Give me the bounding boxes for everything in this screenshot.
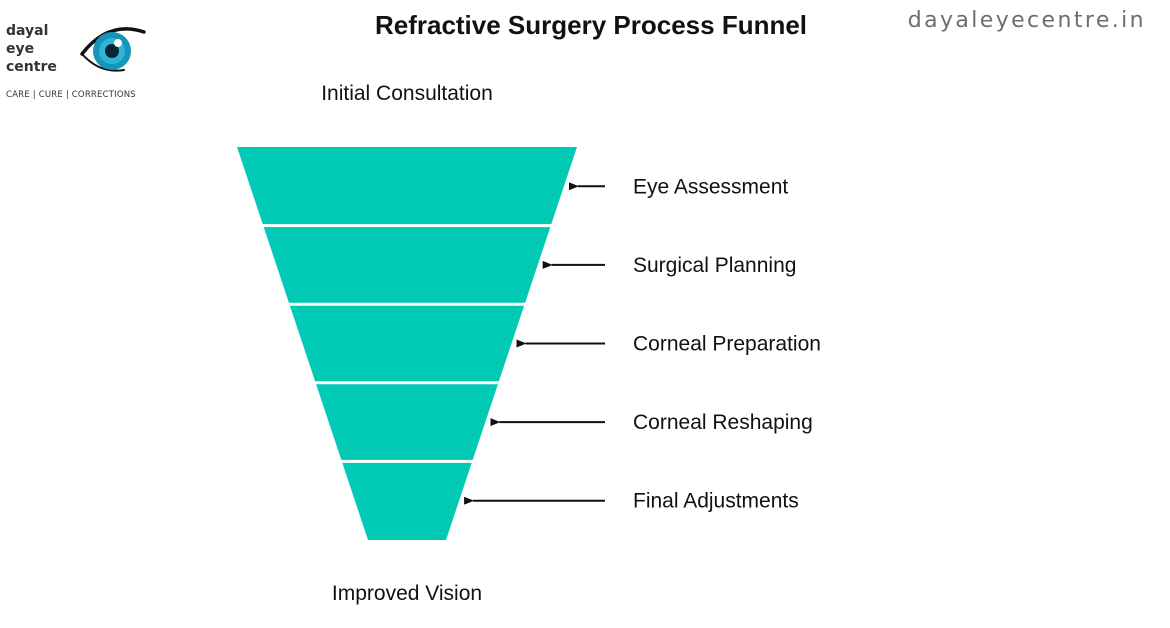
- stage-label-2: Surgical Planning: [633, 254, 796, 277]
- logo-word-2: eye: [6, 41, 35, 57]
- logo-word-3: centre: [6, 59, 57, 75]
- site-url: dayaleyecentre.in: [907, 8, 1146, 33]
- logo-tagline: CARE | CURE | CORRECTIONS: [6, 90, 136, 100]
- funnel-segment-2: [263, 227, 551, 303]
- logo-word-1: dayal: [6, 23, 49, 39]
- page-title: Refractive Surgery Process Funnel: [374, 10, 808, 40]
- funnel-segment-5: [342, 462, 472, 540]
- funnel-segment-1: [237, 147, 577, 225]
- stage-label-3: Corneal Preparation: [633, 333, 821, 356]
- stage-label-5: Final Adjustments: [633, 490, 799, 513]
- funnel-segment-4: [316, 384, 498, 460]
- funnel-top-label: Initial Consultation: [321, 82, 493, 105]
- funnel-bottom-label: Improved Vision: [332, 582, 482, 605]
- funnel-segment-3: [289, 305, 525, 382]
- stage-label-1: Eye Assessment: [633, 175, 788, 198]
- stage-label-4: Corneal Reshaping: [633, 411, 813, 434]
- eye-icon: [80, 27, 146, 72]
- logo: dayal eye centre CARE | CURE | CORRECTIO…: [6, 22, 156, 104]
